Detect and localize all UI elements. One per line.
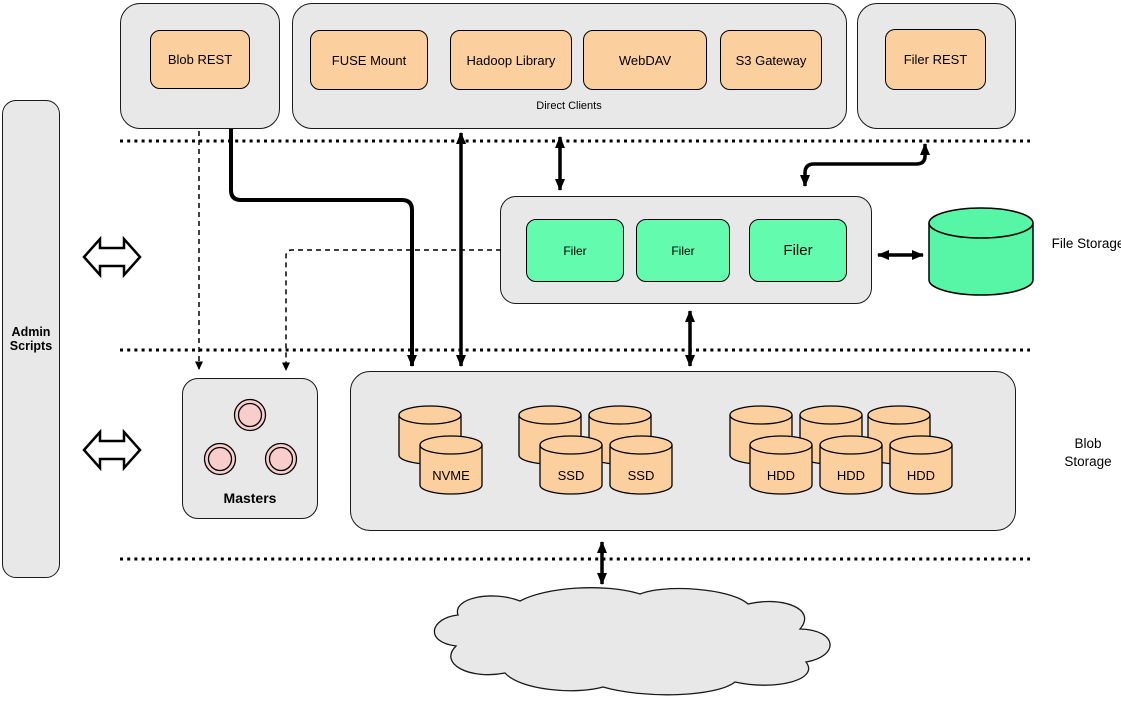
fuse-mount-label: FUSE Mount: [331, 52, 407, 68]
filer-node-1-label: Filer: [563, 243, 587, 258]
dashed-arrow-filer-masters: [282, 249, 501, 371]
filer-node-3-label: Filer: [783, 242, 813, 259]
hadoop-library-node: Hadoop Library: [450, 30, 572, 90]
blob-storage-section-label: Blob Storage: [1064, 436, 1112, 469]
filer-node-2-label: Filer: [671, 243, 695, 258]
masters-label: Masters: [223, 490, 277, 506]
blob-storage-panel: [350, 371, 1016, 531]
s3-gateway-node: S3 Gateway: [720, 30, 822, 90]
arrow-blobrest-to-blobstorage: [229, 129, 417, 367]
admin-file-storage-double-arrow: [82, 235, 142, 279]
admin-blob-storage-double-arrow: [82, 428, 142, 472]
filer-rest-label: Filer REST: [903, 52, 968, 67]
filer-node-1: Filer: [526, 219, 624, 282]
s3-gateway-label: S3 Gateway: [735, 52, 807, 68]
sql-kv-store-label: SQL or KV Store: [948, 224, 1014, 256]
admin-scripts-label: Admin Scripts: [9, 325, 53, 353]
blob-rest-node: Blob REST: [150, 30, 250, 89]
cloud-tier-label: Cloud Tier: [591, 631, 659, 646]
direct-clients-caption: Direct Clients: [536, 100, 602, 112]
filer-rest-node: Filer REST: [885, 29, 986, 90]
filer-node-3: Filer: [749, 219, 847, 282]
arrow-filerrest-filer: [800, 143, 930, 187]
file-storage-section-label: File Storage: [1051, 236, 1121, 251]
admin-scripts-panel: Admin Scripts: [2, 100, 60, 578]
filer-node-2: Filer: [636, 219, 730, 282]
blob-rest-label: Blob REST: [167, 52, 233, 67]
hadoop-library-label: Hadoop Library: [466, 52, 556, 68]
webdav-node: WebDAV: [583, 30, 707, 90]
webdav-label: WebDAV: [618, 52, 672, 68]
fuse-mount-node: FUSE Mount: [310, 30, 428, 90]
